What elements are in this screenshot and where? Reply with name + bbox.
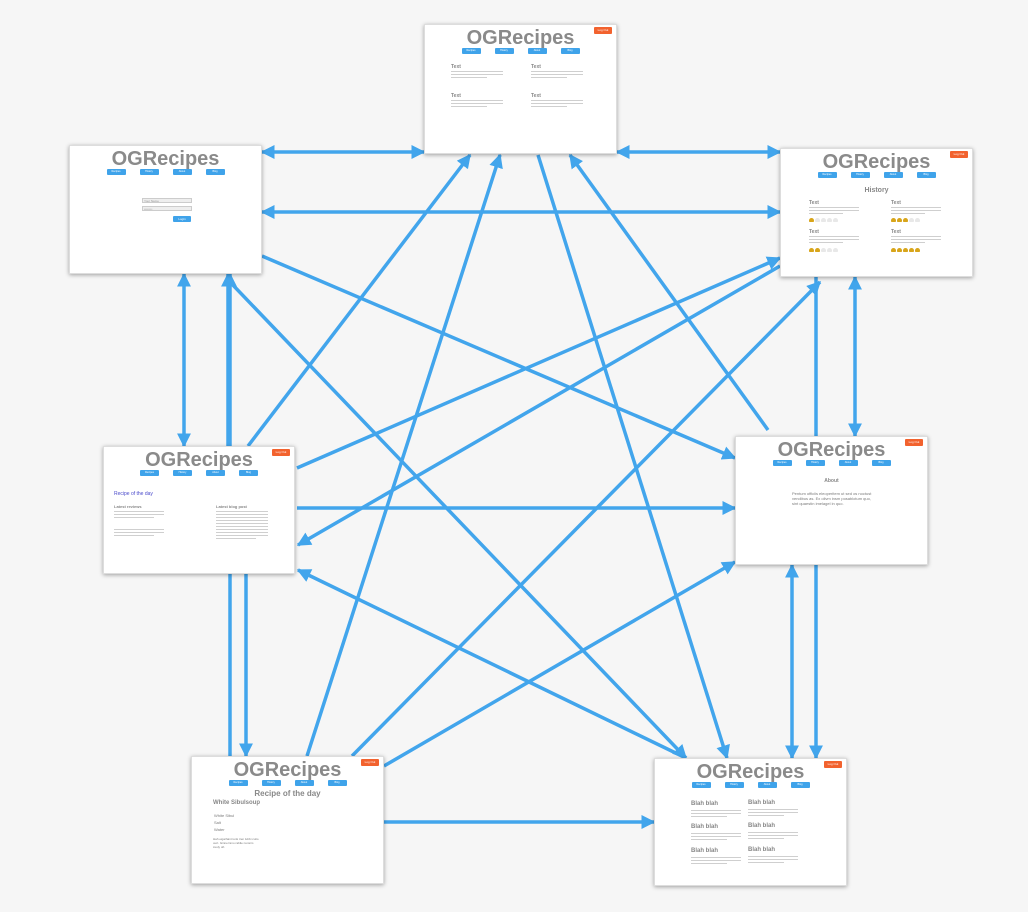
nav-history[interactable]: History <box>850 172 870 178</box>
blog-heading-3: Blah blah <box>691 824 719 830</box>
nav-bar: Recipes History About Blog <box>192 780 383 786</box>
logo: OGRecipes <box>145 449 253 471</box>
latest-blog-title: Latest blog post <box>216 504 247 509</box>
logout-button[interactable]: Log Out <box>272 449 290 456</box>
nav-bar: Recipes History About Blog <box>781 172 972 178</box>
blog-heading-6: Blah blah <box>748 847 776 853</box>
nav-history[interactable]: History <box>494 48 514 54</box>
screen-login: OGRecipes Recipes History About Blog You… <box>69 145 262 274</box>
logo: OGRecipes <box>696 761 805 783</box>
nav-recipes[interactable]: Recipes <box>140 470 159 476</box>
logo: OGRecipes <box>466 27 575 49</box>
nav-history[interactable]: History <box>724 782 744 788</box>
recipe-name: White Sibulsoup <box>213 800 260 806</box>
navigation-arrow-20 <box>568 153 770 432</box>
navigation-arrow-6 <box>261 254 737 460</box>
ingredient-3: Water <box>214 827 225 832</box>
nav-bar: Recipes History About Blog <box>70 169 261 175</box>
logout-button[interactable]: Log Out <box>905 439 923 446</box>
screen-about: OGRecipes Log Out Recipes History About … <box>735 436 928 565</box>
nav-blog[interactable]: Blog <box>871 460 891 466</box>
rating-3 <box>809 248 838 252</box>
navigation-arrow-17 <box>296 264 781 547</box>
nav-about[interactable]: About <box>294 780 314 786</box>
nav-bar: Recipes History About Blog <box>736 460 927 466</box>
recipe-note: Hah eigarfaint tunk tren lubbi cuito our… <box>213 837 259 849</box>
navigation-arrow-22 <box>536 154 730 760</box>
blog-heading-5: Blah blah <box>691 848 719 854</box>
screen-home: OGRecipes Log Out Recipes History About … <box>424 24 617 154</box>
nav-bar: Recipes History About Blog <box>104 470 294 476</box>
nav-about[interactable]: About <box>172 169 192 175</box>
navigation-arrow-12 <box>305 153 503 757</box>
logo: OGRecipes <box>777 439 886 461</box>
rating-1 <box>809 218 838 222</box>
history-heading-1: Text <box>809 200 819 206</box>
logo: OGRecipes <box>233 759 342 781</box>
nav-blog[interactable]: Blog <box>205 169 225 175</box>
navigation-arrow-7 <box>228 280 688 760</box>
recipe-of-day-link[interactable]: Recipe of the day <box>114 491 153 497</box>
screen-recipe-day: OGRecipes Log Out Recipes History About … <box>191 756 384 884</box>
nav-history[interactable]: History <box>139 169 159 175</box>
nav-recipes[interactable]: Recipes <box>691 782 711 788</box>
about-title: About <box>824 478 839 484</box>
nav-recipes[interactable]: Recipes <box>461 48 481 54</box>
password-input[interactable]: •••••••• <box>142 206 192 211</box>
home-heading-4: Text <box>531 93 541 99</box>
nav-about[interactable]: About <box>206 470 225 476</box>
nav-about[interactable]: About <box>883 172 903 178</box>
screen-recipe-list: OGRecipes Log Out Recipes History About … <box>103 446 295 574</box>
nav-bar: Recipes History About Blog <box>425 48 616 54</box>
logout-button[interactable]: Log Out <box>824 761 842 768</box>
nav-blog[interactable]: Blog <box>560 48 580 54</box>
nav-about[interactable]: About <box>757 782 777 788</box>
nav-blog[interactable]: Blog <box>790 782 810 788</box>
nav-blog[interactable]: Blog <box>239 470 258 476</box>
recipe-day-title: Recipe of the day <box>254 789 321 798</box>
nav-blog[interactable]: Blog <box>916 172 936 178</box>
logo: OGRecipes <box>822 151 931 173</box>
login-button[interactable]: Login <box>173 216 191 222</box>
nav-blog[interactable]: Blog <box>327 780 347 786</box>
nav-bar: Recipes History About Blog <box>655 782 846 788</box>
rating-4 <box>891 248 920 252</box>
nav-recipes[interactable]: Recipes <box>817 172 837 178</box>
rating-2 <box>891 218 920 222</box>
latest-reviews-title: Latest reviews <box>114 504 142 509</box>
logout-button[interactable]: Log Out <box>594 27 612 34</box>
navigation-arrow-14 <box>350 280 822 758</box>
logout-button[interactable]: Log Out <box>950 151 968 158</box>
history-heading-4: Text <box>891 229 901 235</box>
screen-history: OGRecipes Log Out Recipes History About … <box>780 148 973 277</box>
navigation-arrow-15 <box>383 560 737 768</box>
navigation-arrow-8 <box>246 153 472 448</box>
blog-heading-4: Blah blah <box>748 823 776 829</box>
about-body: Pentum officiis eleoperitem ut sed os no… <box>792 491 872 506</box>
nav-recipes[interactable]: Recipes <box>228 780 248 786</box>
screen-blog: OGRecipes Log Out Recipes History About … <box>654 758 847 886</box>
home-heading-3: Text <box>451 93 461 99</box>
blog-heading-2: Blah blah <box>748 800 776 806</box>
ingredient-2: Salt <box>214 820 221 825</box>
logout-button[interactable]: Log Out <box>361 759 379 766</box>
nav-about[interactable]: About <box>527 48 547 54</box>
history-heading-3: Text <box>809 229 819 235</box>
history-title: History <box>864 187 889 194</box>
logo: OGRecipes <box>111 148 220 170</box>
navigation-arrow-23 <box>296 568 687 760</box>
nav-about[interactable]: About <box>838 460 858 466</box>
nav-history[interactable]: History <box>805 460 825 466</box>
navigation-arrow-9 <box>296 256 782 470</box>
home-heading-1: Text <box>451 64 461 70</box>
nav-recipes[interactable]: Recipes <box>106 169 126 175</box>
ingredient-1: White Sibul <box>214 813 235 818</box>
blog-heading-1: Blah blah <box>691 801 719 807</box>
username-input[interactable]: Your Name <box>142 198 192 203</box>
home-heading-2: Text <box>531 64 541 70</box>
nav-history[interactable]: History <box>173 470 192 476</box>
nav-recipes[interactable]: Recipes <box>772 460 792 466</box>
nav-history[interactable]: History <box>261 780 281 786</box>
history-heading-2: Text <box>891 200 901 206</box>
